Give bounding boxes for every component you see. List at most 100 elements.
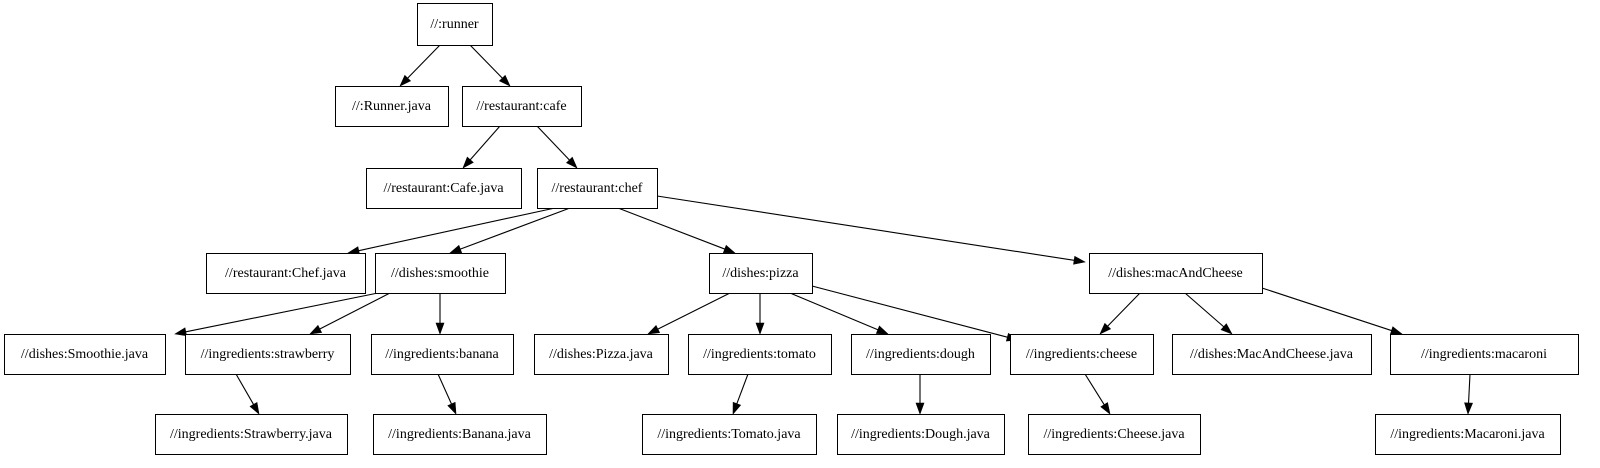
node-box[interactable] [1010, 334, 1154, 375]
edge-arrowhead [309, 324, 323, 335]
node-box[interactable] [1089, 253, 1263, 294]
graph-node-runner_java[interactable]: //:Runner.java [335, 86, 449, 127]
node-box[interactable] [709, 253, 813, 294]
node-label: //dishes:pizza [722, 266, 799, 281]
node-box[interactable] [462, 86, 582, 127]
node-box[interactable] [417, 3, 493, 46]
edge-arrowhead [915, 402, 925, 415]
edge-line [407, 44, 441, 79]
edge-line [656, 195, 1075, 261]
edge-arrowhead [399, 74, 412, 87]
edge-line [736, 373, 749, 404]
graph-node-banana_java[interactable]: //ingredients:Banana.java [373, 414, 547, 455]
graph-node-tomato_java[interactable]: //ingredients:Tomato.java [642, 414, 817, 455]
node-label: //ingredients:strawberry [201, 347, 335, 362]
node-box[interactable] [688, 334, 832, 375]
edge-ing_strawberry-to-strawberry_java [235, 373, 260, 415]
node-box[interactable] [366, 168, 522, 209]
edge-arrowhead [1220, 323, 1233, 335]
node-label: //restaurant:Cafe.java [383, 181, 504, 196]
node-box[interactable] [371, 334, 514, 375]
node-box[interactable] [335, 86, 449, 127]
node-box[interactable] [4, 334, 166, 375]
node-box[interactable] [534, 334, 669, 375]
edge-line [469, 44, 503, 79]
nodes-layer: //:runner //:Runner.java //restaurant:cafe… [4, 3, 1579, 455]
graph-node-pizza_java[interactable]: //dishes:Pizza.java [534, 334, 669, 375]
edge-dishes_smoothie-to-smoothie_java [174, 292, 379, 337]
node-box[interactable] [642, 414, 817, 455]
node-box[interactable] [537, 168, 658, 209]
graph-node-restaurant_chef[interactable]: //restaurant:chef [537, 168, 658, 209]
node-box[interactable] [206, 253, 366, 294]
edge-line [1107, 292, 1141, 327]
graph-node-chef_java[interactable]: //restaurant:Chef.java [206, 253, 366, 294]
graph-node-ing_macaroni[interactable]: //ingredients:macaroni [1390, 334, 1579, 375]
edge-arrowhead [1100, 402, 1111, 415]
edge-arrowhead [1464, 402, 1473, 415]
node-box[interactable] [1028, 414, 1201, 455]
edge-line [1468, 373, 1471, 404]
edge-runner-to-restaurant_cafe [469, 44, 511, 87]
edge-dishes_smoothie-to-ing_strawberry [309, 292, 391, 335]
graph-node-ing_banana[interactable]: //ingredients:banana [371, 334, 514, 375]
edge-ing_macaroni-to-macaroni_java [1464, 373, 1473, 415]
node-label: //dishes:smoothie [391, 266, 489, 281]
edge-line [469, 125, 501, 161]
node-box[interactable] [185, 334, 351, 375]
edge-dishes_smoothie-to-ing_banana [435, 293, 445, 335]
edge-ing_tomato-to-tomato_java [732, 373, 749, 415]
graph-node-ing_dough[interactable]: //ingredients:dough [851, 334, 991, 375]
node-label: //ingredients:Cheese.java [1043, 427, 1185, 442]
node-label: //restaurant:Chef.java [225, 266, 347, 281]
node-box[interactable] [1375, 414, 1561, 455]
edge-restaurant_cafe-to-cafe_java [462, 125, 501, 169]
graph-node-dough_java[interactable]: //ingredients:Dough.java [837, 414, 1005, 455]
graph-node-restaurant_cafe[interactable]: //restaurant:cafe [462, 86, 582, 127]
edge-arrowhead [732, 401, 742, 415]
graph-node-dishes_smoothie[interactable]: //dishes:smoothie [375, 253, 506, 294]
edge-arrowhead [1073, 255, 1086, 265]
graph-node-ing_cheese[interactable]: //ingredients:cheese [1010, 334, 1154, 375]
edge-arrowhead [1099, 322, 1112, 335]
node-box[interactable] [1390, 334, 1579, 375]
edge-arrowhead [498, 74, 511, 87]
graph-node-smoothie_java[interactable]: //dishes:Smoothie.java [4, 334, 166, 375]
graph-node-ing_tomato[interactable]: //ingredients:tomato [688, 334, 832, 375]
node-label: //:Runner.java [352, 99, 432, 114]
edge-dishes_mac-to-ing_macaroni [1261, 287, 1403, 335]
node-box[interactable] [851, 334, 991, 375]
graph-node-macaroni_java[interactable]: //ingredients:Macaroni.java [1375, 414, 1561, 455]
graph-node-runner[interactable]: //:runner [417, 3, 493, 46]
graph-node-cheese_java[interactable]: //ingredients:Cheese.java [1028, 414, 1201, 455]
edge-line [185, 292, 379, 333]
node-label: //dishes:MacAndCheese.java [1190, 347, 1354, 362]
node-box[interactable] [373, 414, 547, 455]
graph-node-dishes_mac[interactable]: //dishes:macAndCheese [1089, 253, 1263, 294]
graph-node-strawberry_java[interactable]: //ingredients:Strawberry.java [155, 414, 348, 455]
graph-node-dishes_pizza[interactable]: //dishes:pizza [709, 253, 813, 294]
edge-dishes_mac-to-mac_java [1184, 292, 1233, 335]
graph-node-cafe_java[interactable]: //restaurant:Cafe.java [366, 168, 522, 209]
node-label: //:runner [430, 17, 479, 32]
node-box[interactable] [155, 414, 348, 455]
edge-dishes_pizza-to-ing_dough [789, 292, 889, 335]
node-label: //restaurant:chef [552, 181, 643, 196]
node-box[interactable] [1172, 334, 1372, 375]
edge-arrowhead [755, 322, 765, 335]
node-label: //dishes:Pizza.java [549, 347, 654, 362]
node-label: //dishes:Smoothie.java [21, 347, 149, 362]
graph-node-mac_java[interactable]: //dishes:MacAndCheese.java [1172, 334, 1372, 375]
edge-arrowhead [647, 324, 661, 335]
edge-arrowhead [449, 244, 463, 254]
node-label: //ingredients:Macaroni.java [1390, 427, 1545, 442]
edge-line [1261, 287, 1392, 332]
node-box[interactable] [375, 253, 506, 294]
node-box[interactable] [837, 414, 1005, 455]
edge-arrowhead [566, 156, 578, 169]
edge-line [460, 207, 571, 250]
edge-arrowhead [249, 401, 260, 415]
edge-restaurant_chef-to-dishes_mac [656, 195, 1086, 265]
graph-node-ing_strawberry[interactable]: //ingredients:strawberry [185, 334, 351, 375]
